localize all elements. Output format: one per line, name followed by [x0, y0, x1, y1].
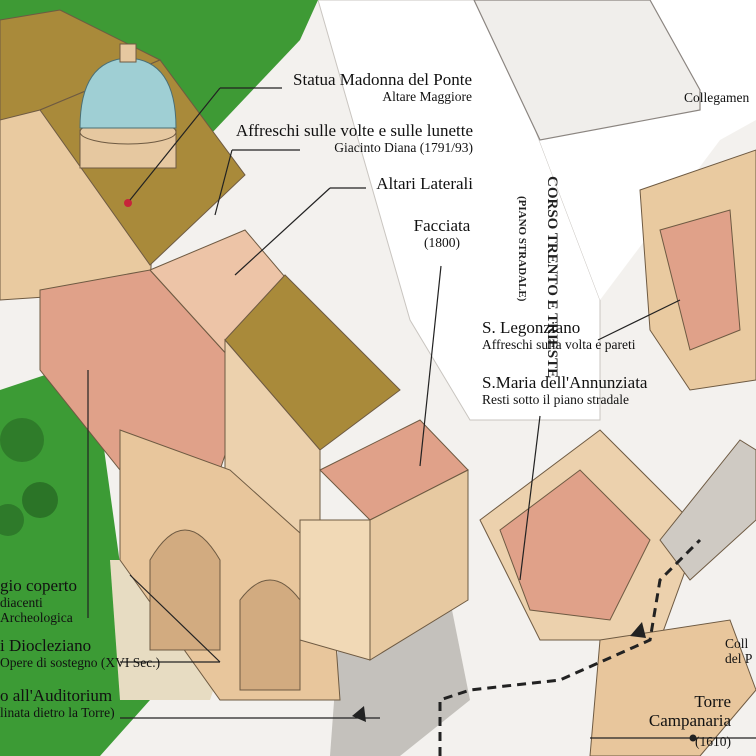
- tree: [22, 482, 58, 518]
- route-arrow: [630, 622, 646, 638]
- leader-lines: [87, 87, 756, 739]
- grass-lower: [0, 370, 150, 756]
- tree: [0, 418, 44, 462]
- label-torre-title1: Torre: [694, 692, 731, 711]
- label-altari-title: Altari Laterali: [376, 174, 473, 193]
- label-diocleziano: i Diocleziano Opere di sostegno (XVI Sec…: [0, 636, 160, 670]
- dome: [79, 43, 177, 207]
- label-madonna-title: Statua Madonna del Ponte: [293, 70, 472, 89]
- label-auditorium-sub: linata dietro la Torre): [0, 705, 115, 721]
- facade-front: [299, 519, 371, 661]
- label-affreschi-volte-title: Affreschi sulle volte e sulle lunette: [235, 121, 473, 140]
- label-annunziata: S.Maria dell'Annunziata Resti sotto il p…: [482, 373, 647, 407]
- ramp: [659, 439, 756, 581]
- visitor-route: [438, 538, 702, 756]
- label-auditorium: o all'Auditorium linata dietro la Torre): [0, 686, 115, 720]
- label-annunziata-sub: Resti sotto il piano stradale: [482, 392, 629, 408]
- label-legonziano-title: S. Legonziano: [482, 318, 581, 337]
- label-collegamento-right-2: del P: [725, 651, 753, 667]
- label-diocleziano-title: i Diocleziano: [0, 636, 92, 655]
- label-affreschi-volte: Affreschi sulle volte e sulle lunette Gi…: [236, 121, 473, 155]
- label-torre: Torre Campanaria (1610): [649, 692, 731, 749]
- label-auditorium-title: o all'Auditorium: [0, 686, 113, 705]
- facade-side: [369, 469, 469, 661]
- label-diocleziano-sub: Opere di sostegno (XVI Sec.): [0, 655, 161, 671]
- arch: [149, 529, 221, 651]
- piazza-block: [473, 0, 701, 141]
- label-madonna: Statua Madonna del Ponte Altare Maggiore: [293, 70, 472, 104]
- arch: [239, 579, 301, 691]
- label-annunziata-title: S.Maria dell'Annunziata: [482, 373, 648, 392]
- corso-street: [317, 0, 601, 421]
- label-collegamento-right: Coll del P: [725, 636, 752, 666]
- legonziano-floor: [659, 209, 741, 351]
- label-altari-laterali: Altari Laterali: [376, 174, 473, 193]
- label-coperto-sub1: diacenti: [0, 595, 43, 611]
- label-collegamento-top: Collegamen: [684, 90, 750, 105]
- label-facciata: Facciata (1800): [405, 216, 479, 250]
- tower-base: [589, 619, 756, 756]
- label-facciata-title: Facciata: [413, 216, 471, 235]
- label-torre-sub: (1610): [695, 734, 731, 750]
- annunziata-floor: [499, 469, 651, 621]
- label-torre-title2: Campanaria: [648, 711, 731, 731]
- label-affreschi-volte-sub: Giacinto Diana (1791/93): [334, 140, 473, 156]
- label-coperto: gio coperto diacenti Archeologica: [0, 576, 77, 625]
- label-legonziano: S. Legonziano Affreschi sulla volta e pa…: [482, 318, 635, 352]
- label-legonziano-sub: Affreschi sulla volta e pareti: [482, 337, 636, 353]
- label-corso-sub: (PIANO STRADALE): [516, 196, 528, 302]
- label-coperto-title: gio coperto: [0, 576, 77, 595]
- label-facciata-sub: (1800): [424, 235, 460, 251]
- tree: [0, 504, 24, 536]
- label-collegamento-right-1: Coll: [725, 636, 749, 651]
- label-coperto-sub2: Archeologica: [0, 610, 73, 626]
- label-madonna-sub: Altare Maggiore: [382, 89, 472, 105]
